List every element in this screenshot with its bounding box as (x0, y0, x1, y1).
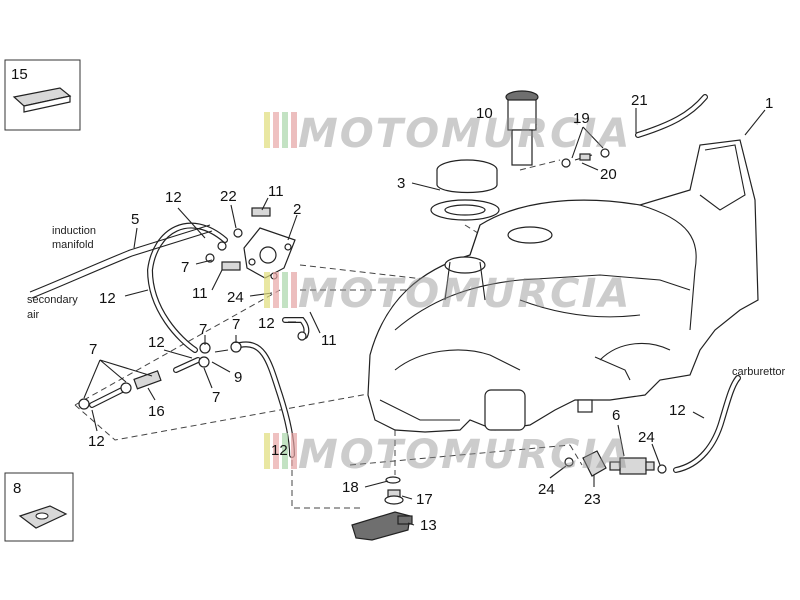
callout-12: 12 (271, 442, 288, 459)
note-induction: induction (52, 225, 96, 237)
text-notes: induction manifold secondary air carbure… (27, 225, 786, 378)
fuel-tank (367, 139, 759, 433)
callout-7: 7 (212, 389, 220, 406)
callout-12: 12 (165, 189, 182, 206)
callout-7: 7 (199, 321, 207, 338)
part-box-15: 15 (4, 59, 81, 131)
note-air: air (27, 309, 40, 321)
watermark-bottom: MOTOMURCIA (264, 432, 631, 478)
callout-16: 16 (148, 403, 165, 420)
hoses-left (29, 222, 310, 458)
watermark-text: MOTOMURCIA (298, 432, 631, 478)
callout-12: 12 (258, 315, 275, 332)
watermark-top: MOTOMURCIA (264, 111, 631, 157)
callout-23: 23 (584, 491, 601, 508)
note-carburettor: carburettor (732, 366, 786, 378)
callout-22: 22 (220, 188, 237, 205)
callout-10: 10 (476, 105, 493, 122)
callout-3: 3 (397, 175, 405, 192)
pad-part-edge (23, 95, 71, 113)
callout-19: 19 (573, 110, 590, 127)
callout-13: 13 (420, 517, 437, 534)
callout-5: 5 (131, 211, 139, 228)
callout-7: 7 (89, 341, 97, 358)
callout-2: 2 (293, 201, 301, 218)
callout-11: 11 (321, 332, 337, 349)
callout-24: 24 (227, 289, 244, 306)
callout-6: 6 (612, 407, 620, 424)
note-secondary: secondary (27, 294, 78, 306)
callout-12: 12 (148, 334, 165, 351)
watermark-middle: MOTOMURCIA (264, 271, 631, 317)
callout-17: 17 (416, 491, 433, 508)
callout-12: 12 (669, 402, 686, 419)
callout-12: 12 (88, 433, 105, 450)
callout-11: 11 (268, 183, 284, 200)
watermark-text: MOTOMURCIA (298, 111, 631, 157)
callout-18: 18 (342, 479, 359, 496)
fuel-cap (430, 159, 500, 221)
callout-labels: 1 21 19 20 10 3 2 11 22 12 5 12 7 11 24 … (88, 92, 773, 534)
clamps-19-20 (561, 148, 610, 168)
callout-7: 7 (232, 316, 240, 333)
callout-21: 21 (631, 92, 648, 109)
fuel-pump (505, 90, 539, 166)
callout-24: 24 (538, 481, 555, 498)
note-manifold: manifold (52, 239, 94, 251)
leader-lines (83, 108, 766, 526)
filter-parts (564, 375, 741, 477)
callout-11: 11 (192, 285, 208, 302)
drain-parts (351, 476, 413, 541)
valve-assembly (205, 207, 296, 280)
callout-8: 8 (13, 480, 21, 497)
callout-15: 15 (11, 66, 28, 83)
watermark-text: MOTOMURCIA (298, 271, 631, 317)
callout-7: 7 (181, 259, 189, 276)
hose-21 (635, 94, 708, 138)
callout-12: 12 (99, 290, 116, 307)
callout-20: 20 (600, 166, 617, 183)
callout-24: 24 (638, 429, 655, 446)
callout-1: 1 (765, 95, 773, 112)
callout-9: 9 (234, 369, 242, 386)
part-box-8: 8 (4, 472, 74, 542)
